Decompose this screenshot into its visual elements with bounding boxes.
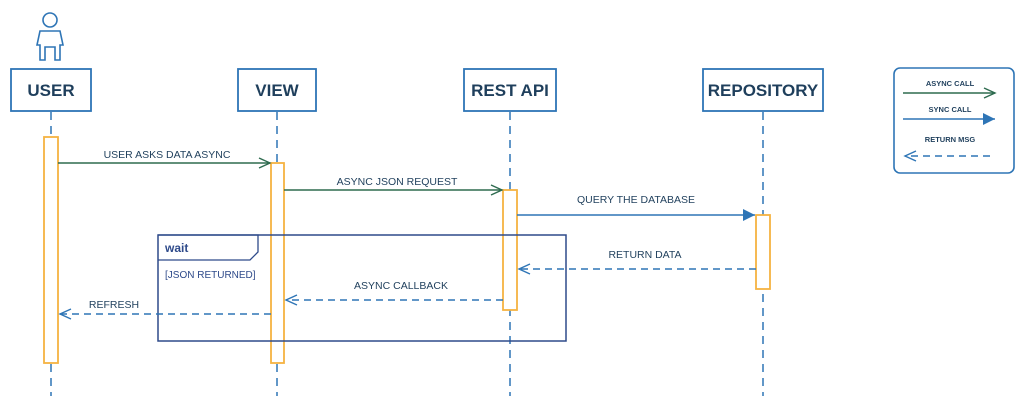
fragment-operator: wait <box>164 241 188 255</box>
actor-user-label: USER <box>27 81 74 100</box>
activation-view <box>270 162 285 364</box>
actor-rest-api-label: REST API <box>471 81 549 100</box>
message-refresh: REFRESH <box>58 299 271 320</box>
message-label: REFRESH <box>89 299 139 311</box>
actor-view: VIEW <box>237 68 317 112</box>
activation-repository <box>755 214 771 290</box>
message-label: ASYNC JSON REQUEST <box>337 176 458 188</box>
actor-view-label: VIEW <box>255 81 299 100</box>
fragment-wait: wait [JSON RETURNED] <box>157 234 567 342</box>
message-label: RETURN DATA <box>608 249 681 261</box>
message-label: QUERY THE DATABASE <box>577 194 695 206</box>
message-label: ASYNC CALLBACK <box>354 280 448 292</box>
fragment-guard: [JSON RETURNED] <box>165 270 256 281</box>
message-async-json-request: ASYNC JSON REQUEST <box>284 176 504 196</box>
message-user-asks-data-async: USER ASKS DATA ASYNC <box>58 149 272 169</box>
activation-user <box>43 136 59 364</box>
message-query-the-database: QUERY THE DATABASE <box>517 194 755 221</box>
message-return-data: RETURN DATA <box>517 249 756 275</box>
actor-user: USER <box>10 68 92 112</box>
actor-rest-api: REST API <box>463 68 557 112</box>
activation-rest-api <box>502 189 518 311</box>
message-async-callback: ASYNC CALLBACK <box>284 280 503 306</box>
legend-return-label: RETURN MSG <box>925 135 976 144</box>
message-label: USER ASKS DATA ASYNC <box>104 149 231 161</box>
actor-repository: REPOSITORY <box>702 68 824 112</box>
legend-box: ASYNC CALL SYNC CALL RETURN MSG <box>893 67 1015 174</box>
user-figure-icon <box>36 12 64 61</box>
legend-async-label: ASYNC CALL <box>926 79 975 88</box>
legend-sync-label: SYNC CALL <box>929 105 972 114</box>
actor-repository-label: REPOSITORY <box>708 81 819 100</box>
